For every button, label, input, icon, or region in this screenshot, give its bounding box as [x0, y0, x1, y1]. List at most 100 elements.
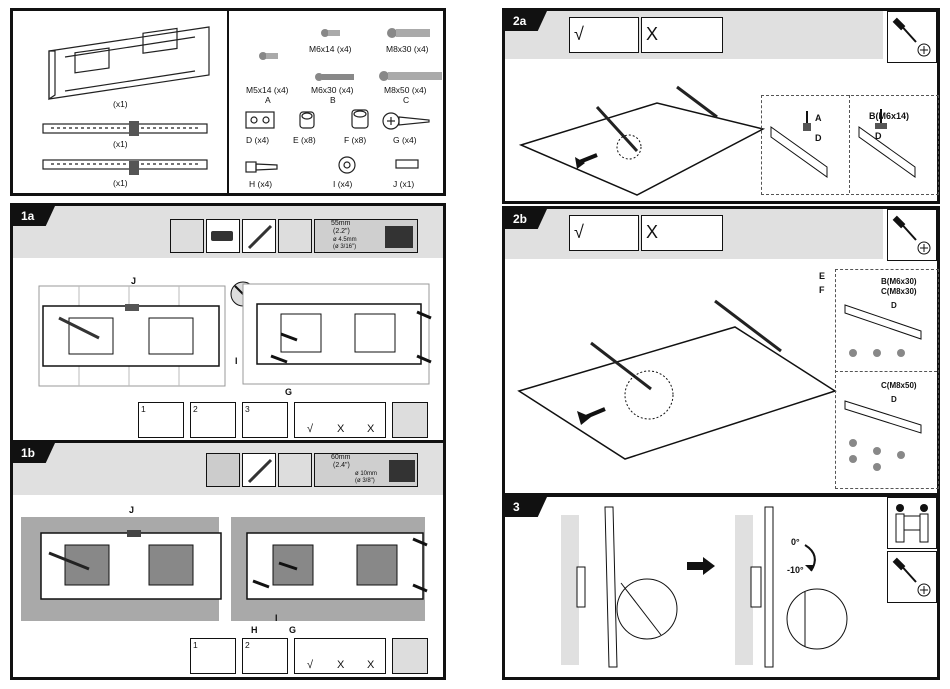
dim-dia-1b: ø 10mm — [355, 471, 377, 477]
screw-m8x30-label: M8x30 (x4) — [386, 44, 429, 54]
screwdriver-icon — [892, 556, 932, 596]
screw-m8x50-icon — [379, 69, 443, 83]
substep-1-1a: 1 — [138, 402, 184, 438]
correct-usage-tile: √ — [569, 17, 639, 53]
pencil-icon — [242, 453, 276, 487]
tilt-angle-bottom: -10° — [787, 565, 804, 575]
two-person-lift-tile — [887, 497, 937, 549]
cross-mark: X — [337, 659, 344, 671]
lag-bolt-g-icon — [383, 111, 431, 131]
washer-i-icon — [337, 155, 357, 175]
callout-j-1b: J — [129, 505, 134, 515]
cross-mark: X — [337, 423, 344, 435]
step-1a-panel: 1a 55mm (2.2") ø 4.5mm (ø 3/16") J I G 1… — [10, 203, 446, 443]
hardware-d-label: D (x4) — [246, 135, 269, 145]
bit-comparison-1a: √ X X — [294, 402, 386, 438]
callout-bc-2b: B(M6x30) — [881, 277, 917, 286]
screw-m6x14-icon — [321, 27, 341, 39]
drill-bit-icon — [392, 638, 428, 674]
wall-plate-drawing — [45, 23, 215, 93]
step-1a-right-drawing — [231, 272, 431, 392]
hardware-j-label: J (x1) — [393, 179, 414, 189]
callout-h-1b: H — [251, 625, 258, 635]
screw-m6x14-label: M6x14 (x4) — [309, 44, 352, 54]
screw-b-letter: B — [330, 95, 336, 105]
callout-g-1b: G — [289, 625, 296, 635]
detail-bracket-a-drawing — [767, 107, 847, 187]
step-3-tag: 3 — [505, 497, 547, 517]
wrong-usage-tile: X — [641, 215, 723, 251]
callout-j-1a: J — [131, 276, 136, 286]
detail-bracket-bc-drawing — [841, 289, 931, 369]
screw-m8x30-icon — [387, 26, 431, 40]
callout-b-2a: B(M6x14) — [869, 111, 909, 121]
washer-plate-d-icon — [245, 111, 275, 129]
callout-i-1a: I — [235, 356, 238, 366]
callout-e-2b: E — [819, 271, 825, 281]
drill-bit-icon — [392, 402, 428, 438]
correct-usage-tile: √ — [569, 215, 639, 251]
step-1b-left-drawing — [19, 513, 219, 625]
screwdriver-tile — [887, 11, 937, 63]
hardware-e-label: E (x8) — [293, 135, 316, 145]
tilt-rotate-icon — [801, 541, 825, 575]
spacer-e-icon — [299, 111, 315, 129]
substep-2-1a: 2 — [190, 402, 236, 438]
drill-depth-diagram: 55mm (2.2") ø 4.5mm (ø 3/16") — [314, 219, 418, 253]
screw-c-letter: C — [403, 95, 409, 105]
arm-bracket-1-drawing — [43, 121, 213, 137]
substep-3-1a: 3 — [242, 402, 288, 438]
dim-depth-in-1b: (2.4") — [333, 462, 350, 469]
tilt-angle-top: 0° — [791, 537, 800, 547]
arm2-qty: (x1) — [113, 178, 128, 188]
step-2a-panel: 2a √ X A D B(M6x14) D — [502, 8, 940, 204]
next-arrow-icon — [687, 557, 717, 575]
screw-m5x14-icon — [259, 51, 279, 61]
dim-depth-1b: 60mm — [331, 454, 350, 461]
drill-icon — [278, 453, 312, 487]
screw-m6x30-label: M6x30 (x4) — [311, 85, 354, 95]
substep-1-1b: 1 — [190, 638, 236, 674]
detail-box-divider-2a — [849, 95, 850, 193]
check-mark: √ — [307, 659, 313, 671]
hang-tv-drawing — [561, 507, 701, 677]
parts-panel: (x1) (x1) (x1) M6x14 (x4) M8x30 (x4) M5x… — [10, 8, 446, 196]
detail-bracket-c-drawing — [841, 395, 931, 475]
cross-mark: X — [367, 423, 374, 435]
wrong-usage-tile: X — [641, 17, 723, 53]
screwdriver-icon — [892, 214, 932, 254]
hardware-g-label: G (x4) — [393, 135, 417, 145]
step-2b-tv-drawing — [515, 271, 835, 471]
screwdriver-tile — [887, 209, 937, 261]
dim-dia-1a: ø 4.5mm — [333, 237, 357, 243]
step-2a-tv-drawing — [517, 67, 767, 197]
stud-sensor-icon — [206, 219, 240, 253]
screw-m5x14-label: M5x14 (x4) — [246, 85, 289, 95]
stud-finder-icon — [170, 219, 204, 253]
two-person-lift-icon — [892, 502, 932, 546]
dim-dia-in-1b: (ø 3/8") — [355, 478, 375, 484]
anchor-h-icon — [245, 159, 279, 175]
callout-a-2a: A — [815, 113, 822, 123]
drill-icon — [278, 219, 312, 253]
cross-mark: X — [367, 659, 374, 671]
callout-d-2a: D — [815, 133, 822, 143]
step-3-panel: 3 0° -10° — [502, 494, 940, 680]
screwdriver-tile — [887, 551, 937, 603]
screw-m8x50-label: M8x50 (x4) — [384, 85, 427, 95]
substep-2-1b: 2 — [242, 638, 288, 674]
screw-a-letter: A — [265, 95, 271, 105]
callout-c2-2b: C(M8x50) — [881, 381, 917, 390]
step-1b-panel: 1b 60mm (2.4") ø 10mm (ø 3/8") J H I G 1… — [10, 440, 446, 680]
step-1b-right-drawing — [229, 513, 429, 625]
spacer-f-icon — [351, 109, 369, 129]
dim-depth-1a: 55mm — [331, 220, 350, 227]
arm-bracket-2-drawing — [43, 157, 213, 175]
hardware-h-label: H (x4) — [249, 179, 272, 189]
step-2b-panel: 2b √ X E F B(M6x30) C(M8x30) D C(M8x50) … — [502, 206, 940, 496]
step-1a-left-drawing — [29, 278, 229, 388]
pencil-icon — [242, 219, 276, 253]
drill-depth-diagram: 60mm (2.4") ø 10mm (ø 3/8") — [314, 453, 418, 487]
callout-i-1b: I — [275, 613, 278, 623]
hardware-i-label: I (x4) — [333, 179, 352, 189]
